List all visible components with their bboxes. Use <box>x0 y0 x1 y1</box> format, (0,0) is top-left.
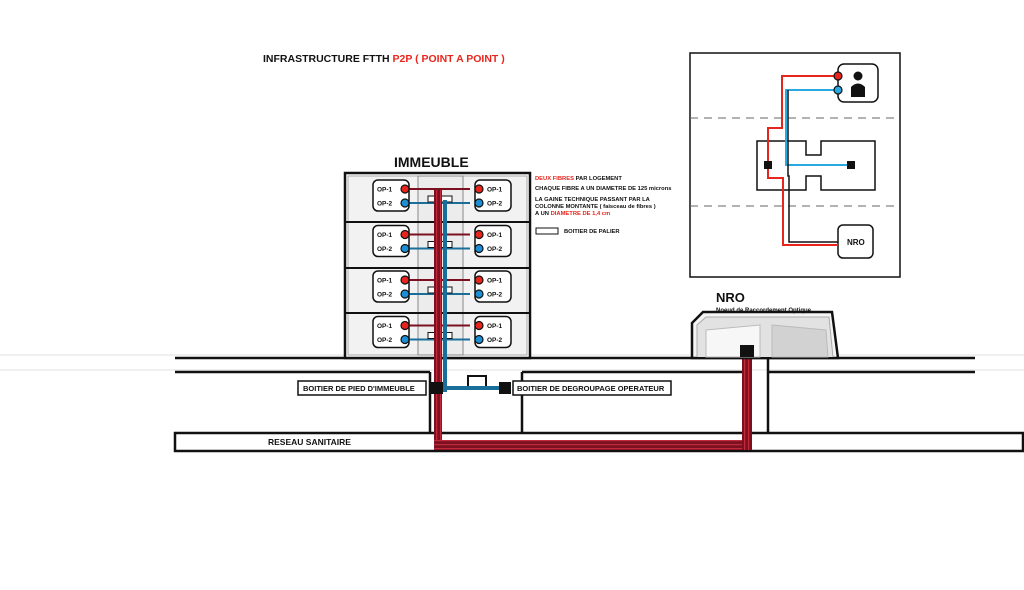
annotation-fibres: DEUX FIBRES PAR LOGEMENT <box>535 176 622 182</box>
outlet-box-right <box>474 224 512 258</box>
connector-red <box>400 229 410 240</box>
connector-blue <box>400 243 410 254</box>
legend-palier-label: BOITIER DE PALIER <box>564 229 620 235</box>
outlet-label-op2: OP-2 <box>487 337 503 344</box>
outlet-label-op1: OP-1 <box>377 278 393 285</box>
outlet-label-op2: OP-2 <box>377 201 393 208</box>
outlet-label-op2: OP-2 <box>377 246 393 253</box>
connector-red <box>474 184 484 194</box>
connector-blue <box>400 289 410 299</box>
outlet-label-op1: OP-1 <box>377 323 393 330</box>
svg-text:BOITIER DE DEGROUPAGE OPERATEU: BOITIER DE DEGROUPAGE OPERATEUR <box>517 384 665 393</box>
connector-red <box>400 184 410 194</box>
connector-red <box>474 320 484 331</box>
connector-blue <box>474 289 484 299</box>
connector-red <box>400 275 410 285</box>
outlet-label-op1: OP-1 <box>487 278 503 285</box>
outlet-label-op2: OP-2 <box>487 246 503 253</box>
outlet-box-right <box>474 270 512 303</box>
connector-red <box>400 320 410 331</box>
building-floors: OP-1OP-2OP-1OP-2OP-1OP-2OP-1OP-2OP-1OP-2… <box>372 179 512 349</box>
outlet-label-op1: OP-1 <box>487 232 503 239</box>
connector-red <box>474 275 484 285</box>
outlet-box-left <box>372 224 410 258</box>
outlet-box-left <box>372 270 410 303</box>
inset-nro-label: NRO <box>847 238 865 247</box>
label-pied-immeuble: BOITIER DE PIED D'IMMEUBLE <box>297 380 427 396</box>
nro-building <box>690 310 840 360</box>
connector-blue <box>474 334 484 345</box>
outlet-box-right <box>474 179 512 212</box>
outlet-box-left <box>372 315 410 349</box>
outlet-label-op2: OP-2 <box>487 201 503 208</box>
connector-blue <box>400 334 410 345</box>
annotation-block: DEUX FIBRES PAR LOGEMENT CHAQUE FIBRE A … <box>535 176 671 235</box>
outlet-label-op1: OP-1 <box>377 232 393 239</box>
boitier-pied-immeuble-box <box>431 382 443 394</box>
annotation-diameter: CHAQUE FIBRE A UN DIAMETRE DE 125 micron… <box>535 186 671 192</box>
outlet-box-right <box>474 315 512 349</box>
svg-text:BOITIER DE PIED D'IMMEUBLE: BOITIER DE PIED D'IMMEUBLE <box>303 384 415 393</box>
riser-cable <box>434 190 752 450</box>
outlet-label-op1: OP-1 <box>487 323 503 330</box>
annotation-gaine-3: A UN DIAMETRE DE 1,4 cm <box>535 211 610 217</box>
outlet-label-op2: OP-2 <box>377 337 393 344</box>
connector-blue <box>400 198 410 208</box>
connector-blue <box>474 198 484 208</box>
outlet-box-left <box>372 179 410 212</box>
connector-red <box>474 229 484 240</box>
connector-blue <box>474 243 484 254</box>
building-label: IMMEUBLE <box>394 154 469 170</box>
nro-title: NRO <box>716 290 745 305</box>
legend-palier-swatch <box>535 227 559 235</box>
boitier-degroupage-box <box>499 382 511 394</box>
diagram-title: INFRASTRUCTURE FTTH P2P ( POINT A POINT … <box>263 53 505 65</box>
nro-subtitle: Noeud de Raccordement Optique <box>716 308 812 314</box>
outlet-label-op2: OP-2 <box>377 292 393 299</box>
outlet-label-op1: OP-1 <box>377 187 393 194</box>
ground-level <box>0 354 1024 374</box>
inset-schematic: NRO <box>689 52 901 278</box>
outlet-label-op1: OP-1 <box>487 187 503 194</box>
label-reseau-sanitaire: RESEAU SANITAIRE <box>268 437 351 447</box>
annotation-gaine-2: COLONNE MONTANTE ( faisceau de fibres ) <box>535 204 656 210</box>
annotation-gaine-1: LA GAINE TECHNIQUE PASSANT PAR LA <box>535 197 651 203</box>
outlet-label-op2: OP-2 <box>487 292 503 299</box>
label-degroupage: BOITIER DE DEGROUPAGE OPERATEUR <box>512 380 672 396</box>
